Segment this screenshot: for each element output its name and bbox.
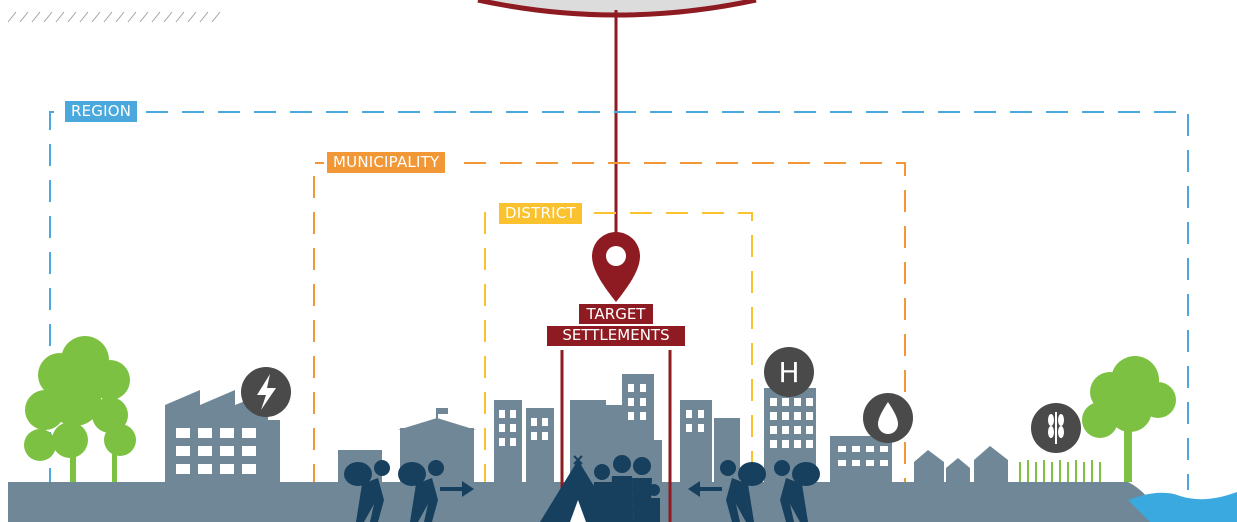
water [1128,492,1237,522]
small-houses [914,446,1008,482]
location-pin-icon [592,232,640,302]
city-buildings [494,374,892,484]
factory [165,390,280,482]
municipality-boundary [313,162,906,522]
migrants-right [720,460,820,522]
building-windows [499,384,888,466]
migrants-left [344,460,444,522]
tree-right [1082,356,1176,482]
trees-left [24,336,136,482]
target-label-line2: SETTLEMENTS [547,324,685,346]
district-boundary [484,212,753,522]
hatch-decoration [7,11,221,23]
target-settlements-label: TARGET SETTLEMENTS [547,304,685,346]
electricity-icon [241,367,291,417]
arrow-left-icon [688,481,722,497]
crops [1019,460,1101,482]
target-label-line1: TARGET [578,304,654,324]
family [590,455,660,522]
municipality-label: MUNICIPALITY [327,152,446,173]
water-icon [863,393,913,443]
svg-text:H: H [778,356,799,389]
agriculture-icon [1031,403,1081,453]
hospital-icon: H [764,347,814,397]
arrow-right-icon [440,481,474,497]
district-label: DISTRICT [499,203,582,224]
region-label: REGION [65,101,138,122]
